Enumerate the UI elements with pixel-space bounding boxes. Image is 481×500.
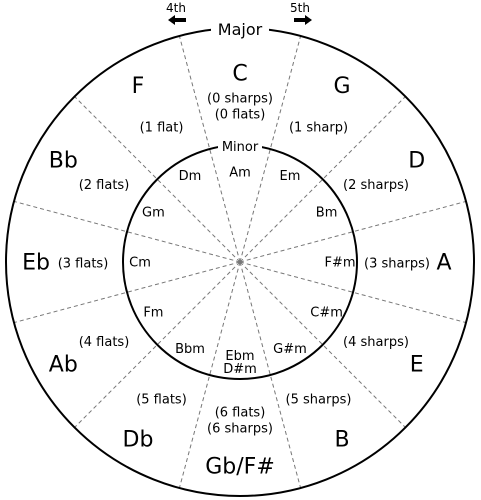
key-signature-label: (0 sharps)(0 flats) [207,92,273,123]
sector-divider [178,261,241,489]
major-key-label: F [132,74,145,99]
key-signature-label: (1 flat) [140,121,184,136]
major-key-label: Gb/F# [205,455,275,480]
sector-divider [178,35,241,263]
major-key-label: Bb [49,149,78,174]
minor-key-label: Dm [179,169,202,184]
minor-key-label: Cm [129,256,151,271]
major-ring-label: Major [218,20,263,39]
minor-key-label: G#m [273,342,307,357]
key-labels: C (0 sharps)(0 flats) Am G (1 sharp) Em D (2 sh… [22,62,451,480]
minor-key-label: F#m [324,256,355,271]
major-key-label: E [410,353,424,378]
minor-key-label: C#m [310,306,343,321]
fifth-direction-label: 5th [290,1,310,15]
key-signature-label: (6 flats)(6 sharps) [207,406,273,437]
sector-divider [239,261,467,324]
key-signature-label: (3 sharps) [364,257,430,272]
minor-key-label: Fm [143,306,163,321]
key-signature-label: (2 flats) [79,178,130,193]
key-signature-label: (2 sharps) [343,178,409,193]
sector-divider [239,35,302,263]
major-key-label: B [334,427,349,452]
minor-ring-label: Minor [222,140,259,155]
major-key-label: D [408,149,425,174]
sector-dividers [13,35,467,489]
key-signature-label: (5 flats) [136,393,187,408]
sector-divider [239,200,467,263]
key-signature-label: (4 sharps) [343,335,409,350]
key-signature-label: (4 flats) [79,335,130,350]
major-key-label: A [436,251,451,276]
key-signature-label: (1 sharp) [289,121,348,136]
sector-divider [13,200,241,263]
minor-key-label: Gm [142,206,165,221]
major-key-label: Ab [49,353,78,378]
major-key-label: Eb [22,251,50,276]
sector-divider [13,261,241,324]
minor-key-label: Bm [316,206,338,221]
key-signature-label: (3 flats) [58,257,109,272]
minor-key-label: Em [280,169,301,184]
minor-key-label: Am [229,166,251,181]
left-arrow-icon [168,15,186,25]
major-key-label: C [232,62,247,87]
key-signature-label: (5 sharps) [286,393,352,408]
major-key-label: G [333,74,350,99]
major-key-label: Db [123,427,154,452]
minor-key-label: Bbm [175,342,205,357]
sector-divider [239,261,302,489]
fourth-direction-label: 4th [166,1,186,15]
right-arrow-icon [294,15,312,25]
